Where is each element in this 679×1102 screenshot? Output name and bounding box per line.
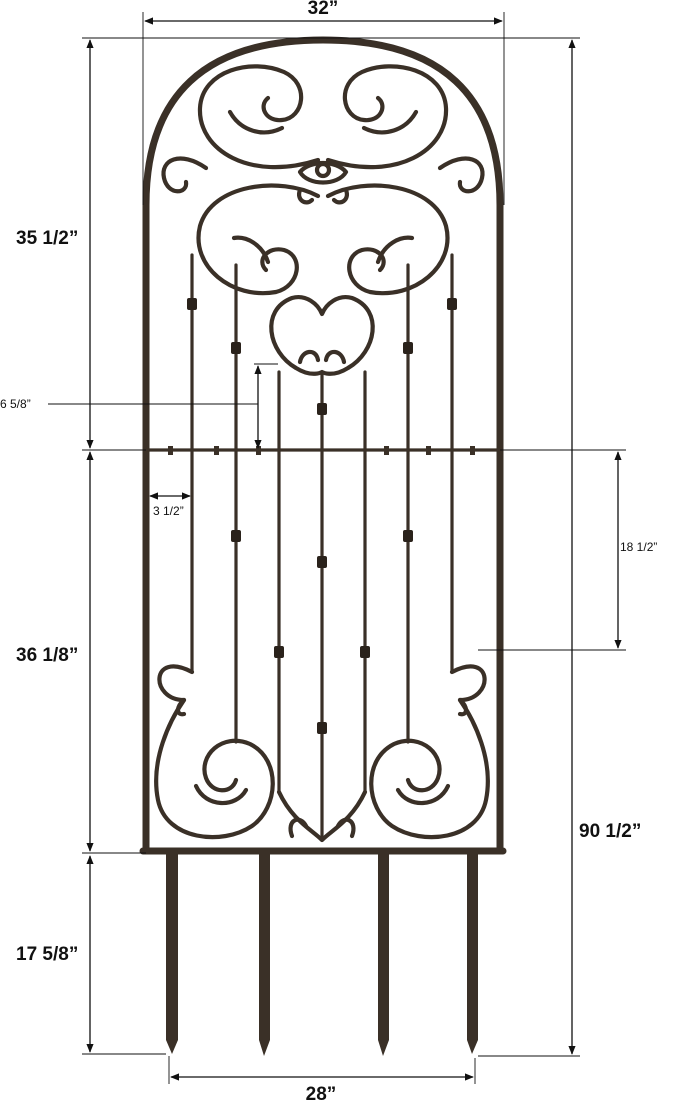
- ground-stakes: [166, 852, 478, 1056]
- dimension-annotations: 32” 35 1/2” 6 5/8” 3 1/2” 18 1/2”: [0, 0, 657, 1102]
- dim-stake-spacing: 28”: [168, 1056, 476, 1102]
- dim-label-stake-height: 17 5/8”: [16, 944, 78, 965]
- upper-scrollwork: [161, 64, 485, 376]
- dim-total-height: 90 1/2”: [320, 37, 641, 1057]
- dim-upper-panel-height: 18 1/2”: [478, 449, 657, 651]
- dim-label-total-height: 90 1/2”: [579, 821, 641, 842]
- bar-knots: [187, 298, 457, 734]
- trellis-illustration: [139, 36, 507, 1056]
- dim-scroll-drop: 6 5/8”: [0, 363, 278, 449]
- dim-lower-panel-height: 36 1/8”: [16, 451, 146, 854]
- vertical-bars: [190, 253, 454, 842]
- dim-top-width: 32”: [142, 0, 505, 205]
- dim-label-lower-panel-height: 36 1/8”: [16, 645, 78, 666]
- rail-clips: [168, 446, 475, 455]
- dim-stake-height: 17 5/8”: [16, 855, 166, 1055]
- lower-scrollwork: [154, 664, 490, 843]
- dim-label-scroll-drop: 6 5/8”: [0, 397, 31, 411]
- dim-bar-spacing: 3 1/2”: [149, 492, 191, 518]
- dim-arch-height: 35 1/2”: [16, 37, 320, 451]
- trellis-frame: [142, 36, 504, 854]
- dim-label-top-width: 32”: [308, 0, 339, 19]
- dim-label-arch-height: 35 1/2”: [16, 228, 78, 249]
- dim-label-stake-spacing: 28”: [306, 1084, 337, 1102]
- dim-label-bar-spacing: 3 1/2”: [153, 504, 184, 518]
- dim-label-upper-panel-height: 18 1/2”: [620, 540, 657, 554]
